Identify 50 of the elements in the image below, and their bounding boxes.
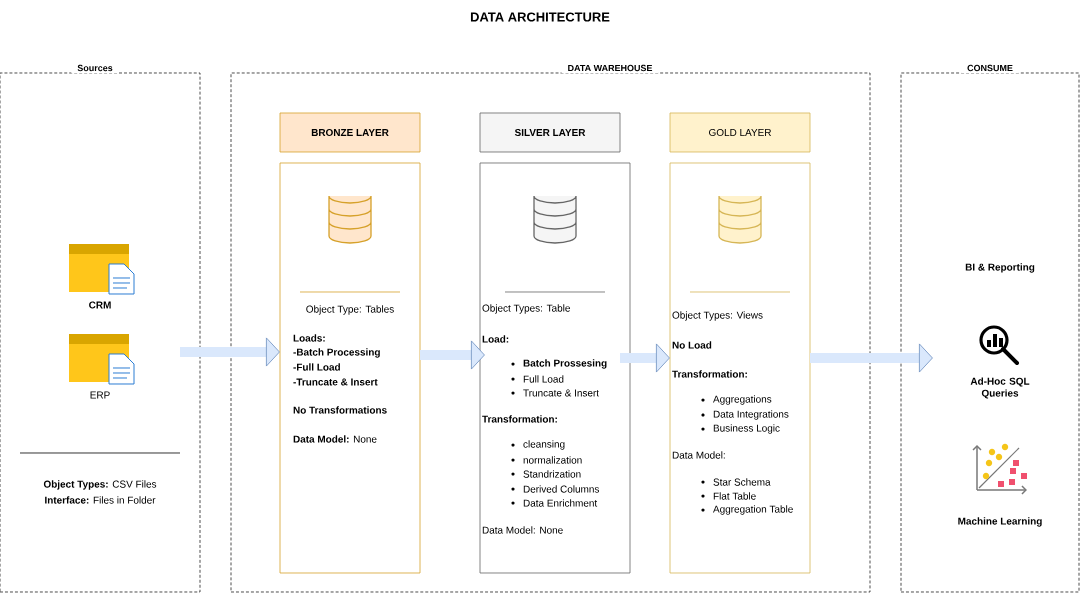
body-text: Transformation:: [482, 415, 557, 423]
list-item: Standrization: [511, 470, 581, 478]
list-item: cleansing: [511, 440, 565, 450]
layer-panel: [279, 162, 421, 574]
layer-panel: [669, 162, 811, 574]
body-text: -Truncate & Insert: [293, 378, 378, 386]
layer-header: GOLD LAYER: [669, 112, 811, 153]
caption-text: Machine Learning: [958, 517, 1042, 527]
node-label: CONSUME: [967, 64, 1013, 72]
body-text: -Full Load: [293, 363, 340, 371]
layer-header: BRONZE LAYER: [279, 112, 421, 153]
list-item: Aggregations: [701, 395, 772, 405]
body-text: Data Model:: [672, 451, 725, 459]
caption-text: Interface: Files in Folder: [45, 496, 156, 504]
caption-text: BI & Reporting: [965, 263, 1035, 273]
list-item: Derived Columns: [511, 485, 600, 493]
list-item: Data Enrichment: [511, 499, 598, 507]
list-item: Star Schema: [701, 478, 771, 486]
list-item: Truncate & Insert: [511, 389, 599, 397]
list-item: Full Load: [511, 375, 564, 383]
list-item: Data Integrations: [701, 410, 789, 420]
body-text: Object Type: Tables: [306, 305, 394, 315]
layer-header: SILVER LAYER: [479, 112, 621, 153]
body-text: -Batch Processing: [293, 348, 380, 358]
node-label: Sources: [77, 64, 113, 72]
body-text: Data Model: None: [293, 435, 377, 443]
body-text: Transformation:: [672, 370, 747, 378]
body-text: Loads:: [293, 334, 325, 342]
list-item: Batch Prossesing: [511, 359, 607, 369]
node-label: DATA WAREHOUSE: [568, 64, 653, 72]
body-text: Load:: [482, 335, 509, 343]
body-text: Object Types: Views: [672, 311, 763, 321]
caption-text: Object Types: CSV Files: [43, 480, 157, 490]
body-text: No Load: [672, 341, 712, 349]
caption-text: Ad-Hoc SQL Queries: [970, 377, 1030, 399]
body-text: Data Model: None: [482, 526, 563, 534]
block-arrow: [620, 343, 670, 373]
list-item: Business Logic: [701, 424, 780, 434]
list-item: normalization: [511, 456, 582, 464]
list-item: Flat Table: [701, 492, 756, 500]
block-arrow: [180, 337, 280, 367]
caption-text: ERP: [90, 391, 110, 399]
layer-panel: [479, 162, 631, 574]
body-text: No Transformations: [293, 406, 387, 414]
title: DATA ARCHITECTURE: [470, 12, 610, 22]
list-item: Aggregation Table: [701, 505, 793, 515]
block-arrow: [810, 343, 933, 373]
block-arrow: [420, 340, 485, 370]
body-text: Object Types: Table: [482, 304, 570, 314]
caption-text: CRM: [89, 301, 111, 309]
